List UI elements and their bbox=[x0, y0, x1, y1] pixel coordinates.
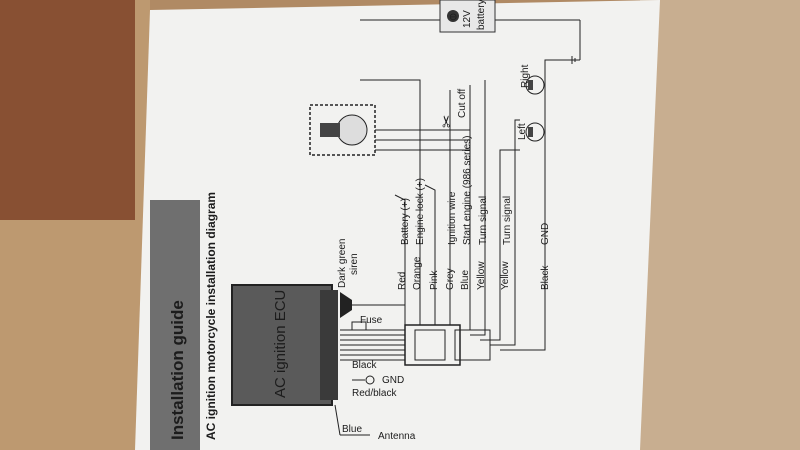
black-wire-label: Black bbox=[352, 360, 377, 371]
wire-color-label: Blue bbox=[460, 270, 471, 290]
battery-label-line2: battery bbox=[476, 0, 487, 30]
wire-color-label: Black bbox=[540, 265, 551, 290]
wire-function-label: Engine lock (+) bbox=[415, 178, 426, 245]
wire-function-label: GND bbox=[540, 223, 551, 245]
right-lamp-label: Right bbox=[520, 64, 531, 88]
section-title: Installation guide bbox=[168, 300, 187, 440]
diagram-title: AC ignition motorcycle installation diag… bbox=[204, 192, 218, 440]
right-turn-lamp bbox=[525, 75, 545, 95]
cut-off-label: Cut off bbox=[457, 89, 468, 118]
gnd-label: GND bbox=[382, 375, 404, 386]
wire-color-label: Red bbox=[397, 272, 408, 290]
wire-function-label: Turn signal bbox=[502, 196, 513, 245]
wire-color-label: Grey bbox=[445, 268, 456, 290]
wire-function-label: Start engine (986 series) bbox=[462, 135, 473, 245]
wire-color-label: Yellow bbox=[500, 261, 511, 290]
siren-label: Dark green bbox=[337, 239, 348, 288]
blue-wire-label: Blue bbox=[342, 424, 362, 435]
wooden-surface bbox=[0, 0, 135, 220]
antenna-label: Antenna bbox=[378, 431, 416, 442]
battery bbox=[439, 0, 496, 33]
wire-function-label: Battery (+) bbox=[400, 198, 411, 245]
floor-right-area bbox=[640, 0, 800, 450]
wire-color-label: Yellow bbox=[476, 261, 487, 290]
ecu-label: AC ignition ECU bbox=[272, 290, 289, 398]
ground-symbol bbox=[352, 375, 375, 385]
ground-rail-symbol bbox=[571, 56, 576, 64]
fuse-symbol bbox=[351, 321, 367, 331]
battery-minus-icon: ⊖ bbox=[449, 12, 457, 23]
header-band bbox=[150, 200, 200, 450]
scissors-icon: ✂ bbox=[439, 115, 456, 128]
left-turn-lamp bbox=[525, 122, 545, 142]
wire-function-label: Turn signal bbox=[478, 196, 489, 245]
ecu-box: AC ignition ECU bbox=[231, 284, 338, 406]
left-lamp-label: Left bbox=[517, 123, 528, 140]
ignition-switch bbox=[309, 104, 470, 156]
wire-color-label: Orange bbox=[412, 256, 423, 290]
wire-color-label: Pink bbox=[429, 270, 440, 290]
wire-function-label: Ignition wire bbox=[447, 191, 458, 245]
battery-label: 12V bbox=[462, 10, 473, 28]
siren-symbol bbox=[340, 292, 405, 318]
wire-runs bbox=[360, 19, 581, 351]
fuse-label: Fuse bbox=[360, 315, 383, 326]
wire-bundle bbox=[340, 329, 405, 361]
red-black-label: Red/black bbox=[352, 388, 397, 399]
siren-label-line2: siren bbox=[349, 253, 360, 275]
antenna-wire bbox=[334, 404, 370, 436]
